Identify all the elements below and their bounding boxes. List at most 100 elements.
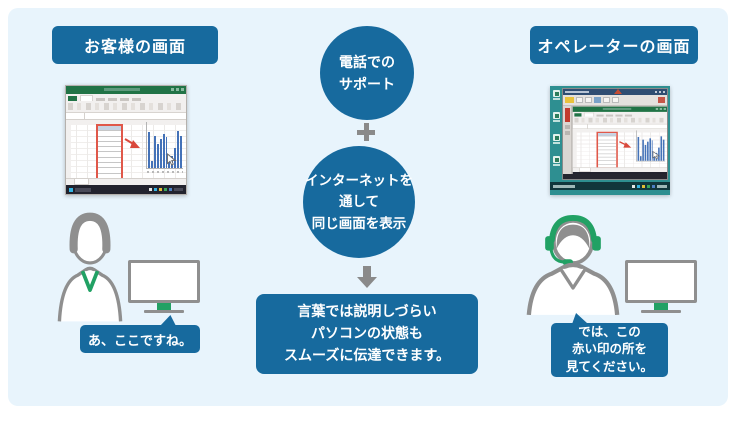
monitor-screen [625,260,697,303]
bar [157,144,159,168]
bar [160,139,162,168]
red-annotation-arrow-icon [123,136,143,152]
taskbar-icon [169,188,172,191]
customer-illustration [56,212,124,322]
monitor-stand [157,303,171,310]
taskbar-icons [149,188,172,191]
plus-icon [357,123,375,141]
taskbar-app-label [75,188,91,192]
infographic-canvas: お客様の画面 オペレーターの画面 [8,8,728,406]
customer-speech-bubble: あ、ここですね。 [80,325,200,353]
excel-ribbon [66,94,186,113]
highlighted-data-table [96,124,123,180]
taskbar-icon [159,188,162,191]
toolbar-button [565,97,574,103]
toolbar-button [576,97,583,103]
bar [151,161,153,168]
bar [647,141,649,160]
operator-speech-text: では、この 赤い印の所を 見てください。 [566,324,653,376]
toolbar-button [585,97,592,103]
customer-monitor [128,260,200,313]
screen-share-text: インターネットを 通して 同じ画面を表示 [305,170,413,235]
monitor-stand [654,303,668,310]
red-annotation-arrow-icon [618,140,634,151]
bar [163,134,165,168]
taskbar-icon [652,185,655,188]
taskbar-icon [164,188,167,191]
customer-screen-label: お客様の画面 [52,26,218,64]
desktop-icon [553,90,560,97]
bar [644,145,646,161]
bar [640,156,642,161]
bar [661,136,663,160]
customer-excel-screenshot [65,85,187,195]
desktop-icon [553,134,560,141]
remote-excel-window [572,106,667,174]
desktop-icon [553,112,560,119]
taskbar-icon [637,185,640,188]
window-controls-icons [171,88,184,91]
taskbar-icon [154,188,157,191]
customer-speech-text: あ、ここですね。 [88,330,192,349]
viewer-window-controls-icons [655,91,665,93]
operator-taskbar [550,182,670,190]
hand-cursor-icon [166,153,177,166]
alert-marker-icon [614,89,622,94]
spreadsheet-grid [66,120,186,178]
phone-support-text: 電話での サポート [339,51,395,96]
headset-earcup-right-icon [592,236,601,250]
screen-share-step: インターネットを 通して 同じ画面を表示 [303,146,415,258]
monitor-screen [128,260,200,303]
sheet-tab-strip [66,178,186,185]
bar [663,140,665,161]
result-message-box: 言葉では説明しづらい パソコンの状態も スムーズに伝達できます。 [256,294,478,374]
remote-screen-view [572,106,667,174]
bar [180,136,182,168]
operator-screen-label-text: オペレーターの画面 [537,33,690,57]
taskbar-clock [174,188,183,191]
highlighted-data-table [596,132,617,169]
active-tab [80,95,93,101]
sidebar-red-badge [565,108,570,122]
remote-taskbar [563,174,667,179]
operator-speech-bubble: では、この 赤い印の所を 見てください。 [551,323,668,377]
bar [154,136,156,168]
taskbar-icons [632,185,655,188]
monitor-base [144,310,184,313]
remote-viewer-window [562,88,668,180]
file-tab [68,96,77,101]
taskbar-icon [632,185,635,188]
taskbar-icon [149,188,152,191]
toolbar-button [594,97,601,103]
bar [642,140,644,161]
chart-axis-labels [147,171,183,173]
monitor-base [641,310,681,313]
start-button-icon [69,188,73,192]
viewer-sidebar [563,106,572,174]
toolbar-button [603,97,610,103]
toolbar-button [612,97,619,103]
excel-titlebar [66,86,186,94]
viewer-body [563,106,667,174]
phone-support-step: 電話での サポート [320,26,414,120]
mini-bar-chart [636,130,665,161]
excel-document-title [104,88,140,91]
toolbar-button [658,97,665,103]
viewer-toolbar [563,95,667,106]
bar [177,131,179,168]
result-message-text: 言葉では説明しづらい パソコンの状態も スムーズに伝達できます。 [284,301,450,366]
operator-illustration [525,214,621,315]
ribbon-icons [68,103,184,110]
operator-remote-screenshot [550,86,670,195]
bar [649,138,651,160]
hand-cursor-icon [652,151,661,160]
viewer-title-text [565,91,589,93]
taskbar-icon [647,185,650,188]
customer-screen-label-text: お客様の画面 [84,33,186,57]
headset-earcup-left-icon [545,236,554,250]
bar [148,132,150,168]
desktop-icon [553,156,560,163]
mini-bar-chart [146,122,183,169]
taskbar-icon [642,185,645,188]
windows-taskbar [66,185,186,194]
